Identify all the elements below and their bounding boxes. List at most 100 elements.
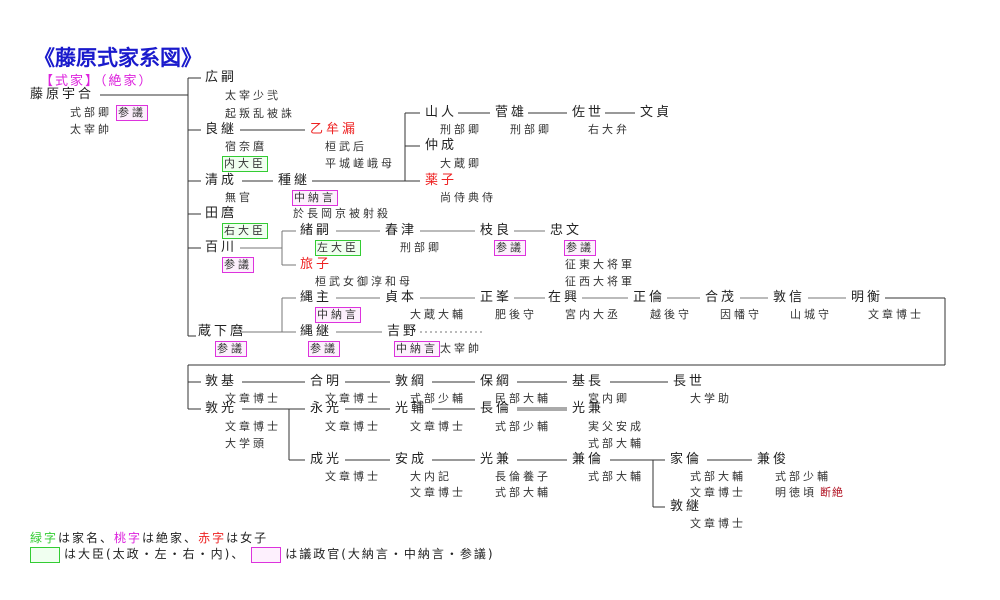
person-tadabumi: 忠文 [550, 223, 583, 238]
title: 式部少輔 [775, 470, 831, 483]
title: 式部少輔 [410, 392, 466, 405]
title: 征東大将軍 [565, 258, 635, 271]
title: 刑部卿 [510, 123, 552, 136]
title: 太宰帥 [70, 123, 112, 136]
person-mitsukane: 光兼 [572, 401, 605, 416]
person-yoshitsugu: 良継 [205, 122, 238, 137]
person-yoshishige: 合茂 [705, 290, 738, 305]
person-yoshino: 吉野 [387, 324, 420, 339]
legend-green-desc: は家名、 [58, 531, 115, 545]
title: 文章博士 [325, 420, 381, 433]
person-kusuko: 薬子 [425, 173, 458, 188]
person-atsutsugu: 敦継 [670, 499, 703, 514]
title: 式部大輔 [495, 486, 551, 499]
person-haruzu: 春津 [385, 223, 418, 238]
title: 文章博士 [225, 420, 281, 433]
person-atsumitsu: 敦光 [205, 401, 238, 416]
person-tabiko: 旅子 [300, 257, 333, 272]
title: 大蔵大輔 [410, 308, 466, 321]
person-yasunari: 安成 [395, 452, 428, 467]
legend-green-box-desc: は大臣(太政・左・右・内)、 [64, 547, 246, 561]
title: 文章博士 [410, 486, 466, 499]
person-motonaga: 基長 [572, 374, 605, 389]
council-badge: 中納言 [394, 341, 440, 357]
council-badge: 参議 [494, 240, 526, 256]
title: 大学助 [690, 392, 732, 405]
title: 文章博士 [868, 308, 924, 321]
person-sukeyo: 佐世 [572, 105, 605, 120]
person-sadamoto: 貞本 [385, 290, 418, 305]
person-yamahito: 山人 [425, 105, 458, 120]
person-mitsusuke: 光輔 [395, 401, 428, 416]
title: 式部少輔 [495, 420, 551, 433]
title: 大内記 [410, 470, 452, 483]
title: 太宰帥 [440, 342, 482, 355]
title: 桓武女御淳和母 [315, 275, 413, 288]
legend-colors: 緑字は家名、桃字は絶家、赤字は女子 [30, 530, 268, 546]
council-badge: 参議 [222, 257, 254, 273]
person-fumisada: 文貞 [640, 105, 673, 120]
legend-red-desc: は女子 [226, 531, 269, 545]
title: 肥後守 [495, 308, 537, 321]
person-kurajimaro: 蔵下麿 [198, 324, 247, 339]
legend-pink-box [251, 546, 282, 563]
person-tanetsugu: 種継 [278, 173, 311, 188]
person-yasutsuna: 保綱 [480, 374, 513, 389]
person-masamine: 正峯 [480, 290, 513, 305]
person-iemichi: 家倫 [670, 452, 703, 467]
person-hirotsugu: 広嗣 [205, 70, 238, 85]
person-kanetoshi: 兼俊 [757, 452, 790, 467]
title: 因幡守 [720, 308, 762, 321]
title: 式部卿 [70, 106, 112, 119]
person-umakai: 藤原宇合 [30, 87, 95, 102]
page-title: 《藤原式家系図》 [34, 46, 202, 70]
legend-pink-desc: は絶家、 [142, 531, 199, 545]
person-akihira: 明衡 [851, 290, 884, 305]
person-tadatsugu: 縄継 [300, 324, 333, 339]
person-kiyonari: 清成 [205, 173, 238, 188]
title: 文章博士 [325, 470, 381, 483]
title: 大学頭 [225, 437, 267, 450]
title: 式部大輔 [588, 470, 644, 483]
title: 征西大将軍 [565, 275, 635, 288]
person-atsutsuna: 敦綱 [395, 374, 428, 389]
person-otomuro: 乙牟漏 [310, 122, 359, 137]
person-nagamichi: 長倫 [480, 401, 513, 416]
council-badge: 参議 [308, 341, 340, 357]
council-badge: 参議 [116, 105, 148, 121]
council-badge: 中納言 [292, 190, 338, 206]
person-yoshiakira: 合明 [310, 374, 343, 389]
legend-red-word: 赤字 [198, 531, 227, 545]
title: 文章博士 [690, 517, 746, 530]
title: 大蔵卿 [440, 157, 482, 170]
title: 起叛乱被誅 [225, 107, 295, 120]
title: 式部大輔 [690, 470, 746, 483]
title: 文章博士 [690, 486, 746, 499]
title: 実父安成 [588, 420, 644, 433]
person-tadanushi: 縄主 [300, 290, 333, 305]
council-badge: 参議 [564, 240, 596, 256]
title: 尚侍典侍 [440, 191, 496, 204]
legend-green-word: 緑字 [30, 531, 59, 545]
title: 越後守 [650, 308, 692, 321]
page-subtitle: 【式家】（絶家） [40, 74, 154, 89]
person-edayoshi: 枝良 [480, 223, 513, 238]
extinct-label: 断絶 [820, 486, 844, 499]
title: 刑部卿 [400, 241, 442, 254]
title: 刑部卿 [440, 123, 482, 136]
person-nagamitsu: 永光 [310, 401, 343, 416]
title: 宮内大丞 [565, 308, 621, 321]
legend-green-box [30, 546, 60, 563]
person-kanemichi: 兼倫 [572, 452, 605, 467]
title: 宮内卿 [588, 392, 630, 405]
legend-pink-box-desc: は議政官(大納言・中納言・参議) [285, 547, 495, 561]
title: 桓武后 [325, 140, 367, 153]
title: 山城守 [790, 308, 832, 321]
minister-badge: 左大臣 [315, 240, 361, 256]
title: 文章博士 [410, 420, 466, 433]
minister-badge: 右大臣 [222, 223, 268, 239]
person-momokawa: 百川 [205, 240, 238, 255]
title: 長倫養子 [495, 470, 551, 483]
title: 無官 [225, 191, 253, 204]
